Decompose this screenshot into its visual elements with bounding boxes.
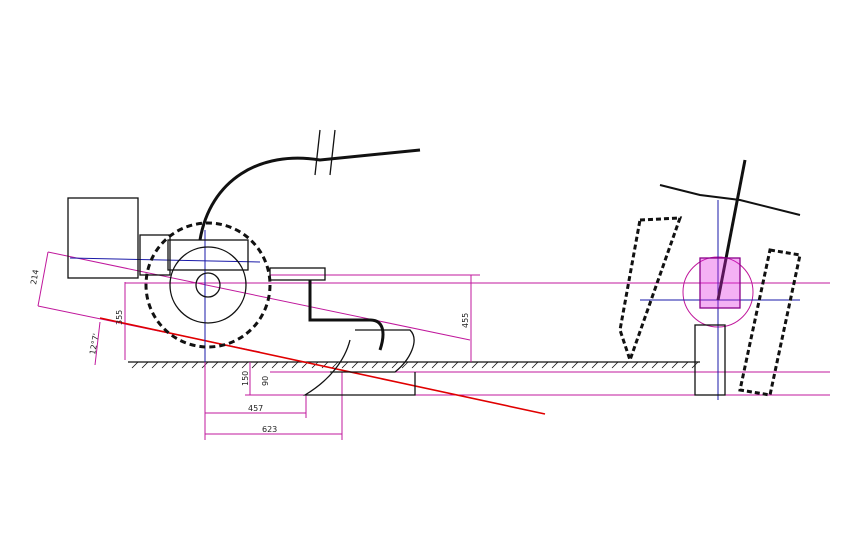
ground-hatch [621,361,629,369]
ground-hatch [241,361,249,369]
dim-slope-length: 214 [29,269,41,286]
ground-hatch [541,361,549,369]
ground-hatch [641,361,649,369]
plough-beam [308,280,385,351]
ground-hatch [531,361,539,369]
engine-block [67,197,139,279]
ground-hatch [391,361,399,369]
ground-hatch [671,361,679,369]
ground-hatch [401,361,409,369]
ground-hatch [271,361,279,369]
dim-hitch-height: 355 [115,310,124,325]
ground-hatch [361,361,369,369]
dim-angle: 12°7' [88,333,101,356]
ground-line [128,361,700,369]
ground-hatch [211,361,219,369]
ground-hatch [231,361,239,369]
ground-hatch [571,361,579,369]
ground-hatch [601,361,609,369]
ground-hatch [591,361,599,369]
ground-hatch [331,361,339,369]
dim-frame-height: 455 [461,313,470,328]
slope-line [99,317,546,415]
ground-hatch [461,361,469,369]
ground-hatch [431,361,439,369]
ground-hatch [181,361,189,369]
ground-hatch [491,361,499,369]
wheel [144,221,272,349]
ground-hatch [191,361,199,369]
ground-hatch [161,361,169,369]
ground-hatch [451,361,459,369]
ground-hatch [171,361,179,369]
ground-hatch [511,361,519,369]
handlebar [198,148,421,241]
tiller-front-view [618,159,802,397]
ground-hatch [321,361,329,369]
ground-hatch [471,361,479,369]
ground-hatch [481,361,489,369]
ground-hatch [141,361,149,369]
ground-hatch [251,361,259,369]
tiller-side-view [67,129,421,396]
ground-hatch [151,361,159,369]
dimension-labels: 214 12°7' 355 455 150 90 457 623 [29,269,470,434]
ground-hatch [551,361,559,369]
dim-share-depth: 90 [261,376,270,386]
ground-hatch [291,361,299,369]
ground-hatch [521,361,529,369]
ground-hatch [681,361,689,369]
ground-hatch [351,361,359,369]
ground-hatch [261,361,269,369]
plough-mouldboard [330,329,415,373]
ground-hatch [281,361,289,369]
front-handlebar [659,184,801,216]
right-wheel [738,248,802,397]
ground-hatch [131,361,139,369]
ground-hatch [561,361,569,369]
ground-hatch [581,361,589,369]
dim-offset-short: 457 [248,404,263,413]
ground-hatch [371,361,379,369]
ground-hatch [221,361,229,369]
ground-hatch [381,361,389,369]
dim-plough-depth: 150 [241,371,250,386]
ground-hatch [411,361,419,369]
ground-hatch [441,361,449,369]
left-wheel [618,216,683,365]
dim-offset-long: 623 [262,425,277,434]
ground-hatch [651,361,659,369]
ground-hatch [661,361,669,369]
ground-hatch [341,361,349,369]
ground-hatch [611,361,619,369]
ground-hatch [421,361,429,369]
ground-hatch [631,361,639,369]
ground-hatch [501,361,509,369]
